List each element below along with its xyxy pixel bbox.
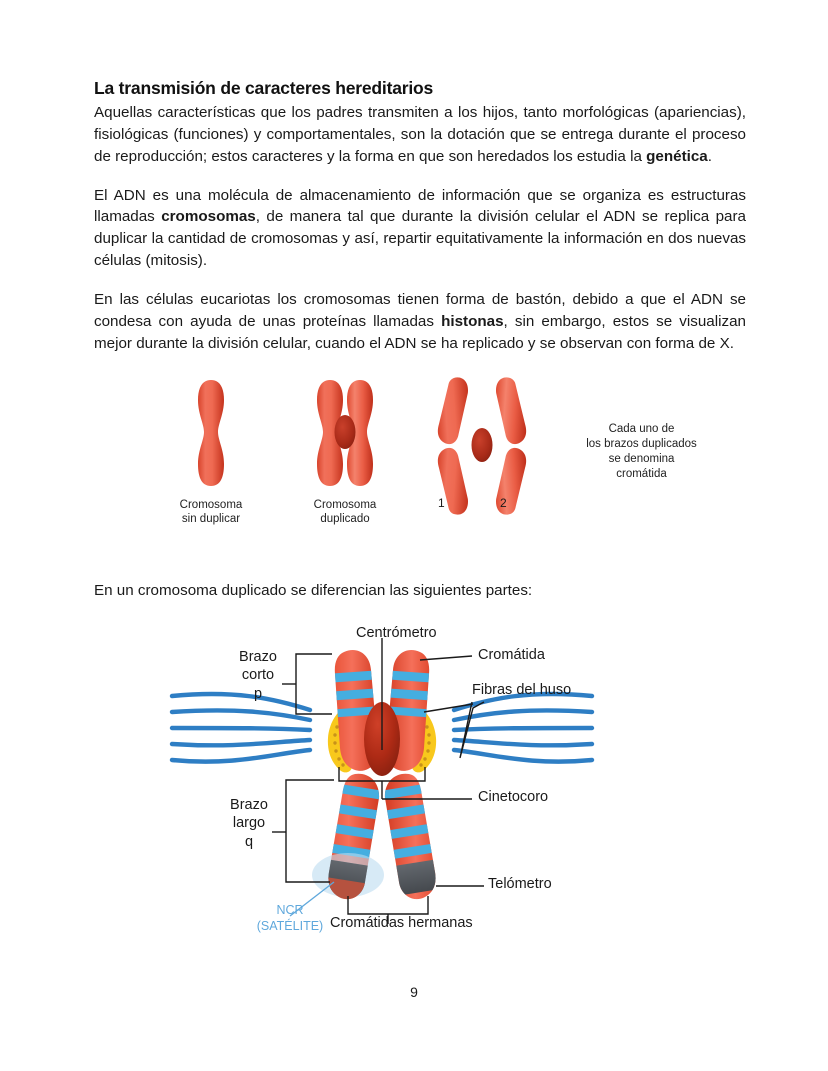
diagram-label-cinetocoro: Cinetocoro [478,788,549,805]
paragraph-3: En las células eucariotas los cromosomas… [94,289,746,355]
telomere-right-shape [384,855,436,898]
diagram-label-telometro: Telómetro [488,875,552,892]
diagram-label-brazo-corto: Brazo corto p [239,648,277,702]
chromosome-bands-upper-right [385,669,430,718]
figure-caption-unduplicated: Cromosoma sin duplicar [179,498,243,526]
chromatid-lower-right [384,773,436,899]
paragraph-3-text-a: En las células eucariotas los cromosomas… [94,291,746,330]
paragraph-4: En un cromosoma duplicado se diferencian… [94,581,533,599]
diagram-label-brazo-largo: Brazo largo q [230,796,268,850]
figure-arm-number-2: 2 [500,495,507,510]
spindle-fibers-group [169,691,595,764]
paragraph-2-text-a: El ADN es una molécula de almacenamiento… [94,186,746,226]
figure-note-cromatida: Cada uno de los brazos duplicados se den… [586,422,697,481]
diagram-label-ncr-satelite: NCR (SATÉLITE) [256,902,324,933]
page-number: 9 [410,984,418,1000]
paragraph-2: El ADN es una molécula de almacenamiento… [94,185,746,273]
figure-arm-number-1: 1 [438,495,445,510]
diagram-label-cromatida: Cromátida [478,646,545,663]
page-content: La transmisión de caracteres hereditario… [94,78,746,944]
diagram-label-cromatidas-hermanas: Cromátidas hermanas [330,914,473,931]
chromosome-anatomy-diagram: Centrómetro Cromátida Fibras del huso Br… [94,624,746,944]
paragraph-3-bold: histonas [441,313,504,330]
diagram-label-centromero: Centrómetro [356,624,437,641]
ncr-leader-line [289,881,335,917]
paragraph-1: Aquellas características que los padres … [94,102,746,168]
chromosome-x-shape-icon [437,377,527,515]
chromosome-duplicated-icon [317,379,373,486]
paragraph-1-text-b: . [707,147,712,165]
paragraph-2-bold: cromosomas [161,208,256,226]
centromere-shape [334,414,356,449]
chromosome-anatomy-svg [169,637,595,924]
chromosome-unduplicated-icon [198,379,224,486]
figure-caption-duplicated: Cromosoma duplicado [313,498,377,526]
paragraph-3-text-b: , sin embargo, estos se visualizan mejor… [94,313,746,352]
leader-lines [272,637,485,924]
chromosome-figure-row: Cromosoma sin duplicar Cromosoma duplica… [94,372,746,552]
paragraph-1-text-a: Aquellas características que los padres … [94,103,746,165]
paragraph-1-bold: genética [646,147,708,165]
chromosome-illustrations [198,377,527,515]
page-title: La transmisión de caracteres hereditario… [94,78,434,98]
chromosome-bands-upper-left [334,669,379,718]
paragraph-2-text-b: , de manera tal que durante la división … [94,208,747,270]
diagram-label-fibras-del-huso: Fibras del huso [472,681,572,698]
centromere-shape-x [471,427,493,462]
